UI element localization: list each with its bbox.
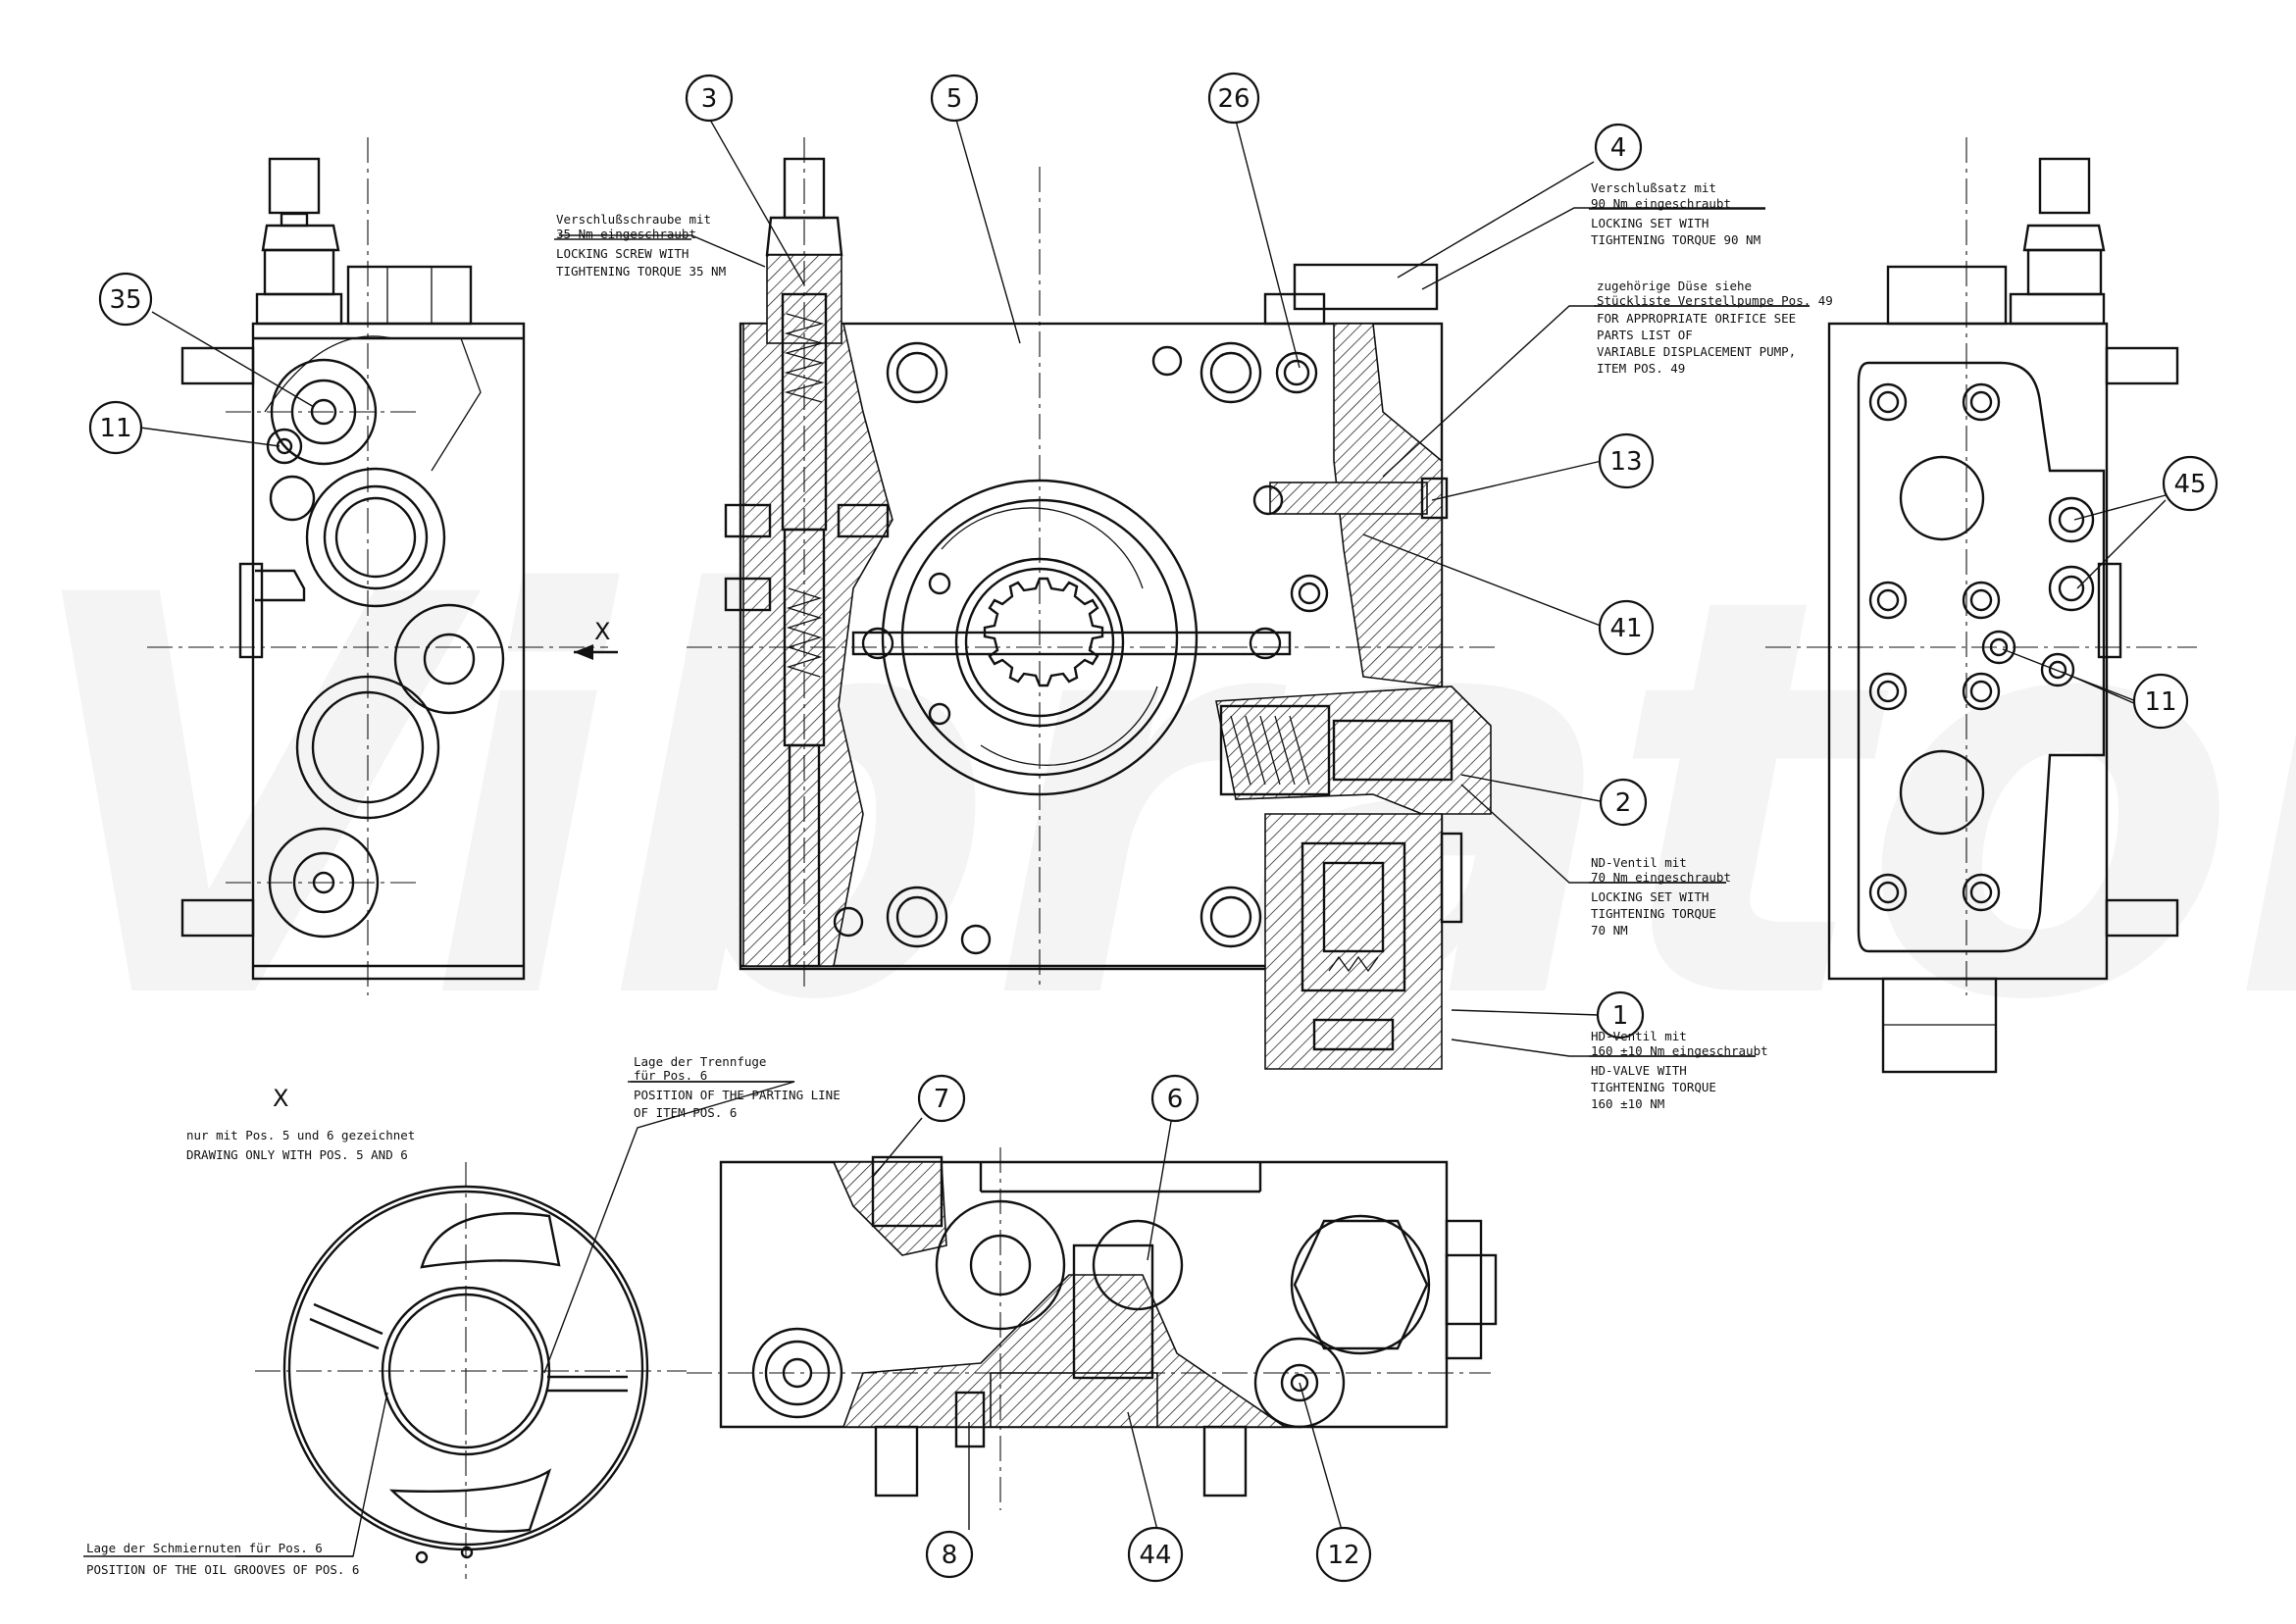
leader-lines <box>83 112 2167 1557</box>
balloon-44-text: 44 <box>1139 1541 1171 1570</box>
balloon-4-text: 4 <box>1610 133 1627 163</box>
note-line: PARTS LIST OF <box>1597 328 1693 342</box>
balloon-3-text: 3 <box>701 84 718 114</box>
balloon-35: 35 <box>98 272 153 327</box>
view-x <box>255 1162 687 1579</box>
balloon-35-text: 35 <box>109 285 141 315</box>
note-drawing-only: nur mit Pos. 5 und 6 gezeichnet DRAWING … <box>186 1128 415 1162</box>
balloon-7: 7 <box>917 1074 966 1123</box>
note-line: TIGHTENING TORQUE <box>1591 906 1716 921</box>
note-line: 70 NM <box>1591 923 1628 938</box>
balloon-12-text: 12 <box>1327 1541 1359 1570</box>
balloon-41: 41 <box>1598 599 1655 656</box>
balloon-1: 1 <box>1596 990 1645 1040</box>
note-line: 160 ±10 NM <box>1591 1096 1664 1111</box>
left-side-view <box>147 137 618 995</box>
balloon-26-text: 26 <box>1217 84 1250 114</box>
note-nd-valve: ND-Ventil mit 70 Nm eingeschraubt LOCKIN… <box>1591 855 1731 938</box>
balloon-6-text: 6 <box>1167 1085 1184 1114</box>
note-line: TIGHTENING TORQUE 90 NM <box>1591 232 1760 247</box>
note-line: 70 Nm eingeschraubt <box>1591 870 1731 885</box>
right-side-view <box>1765 137 2197 1074</box>
view-x-title: X <box>273 1085 288 1112</box>
note-line: Verschlußschraube mit <box>556 212 711 227</box>
balloon-11-left-text: 11 <box>99 414 131 443</box>
note-parting-line: Lage der Trennfuge für Pos. 6 POSITION O… <box>634 1054 841 1120</box>
balloon-41-text: 41 <box>1609 614 1642 643</box>
note-line: Verschlußsatz mit <box>1591 180 1716 195</box>
balloon-4: 4 <box>1594 123 1643 172</box>
note-line: LOCKING SCREW WITH <box>556 246 689 261</box>
note-line: HD-Ventil mit <box>1591 1029 1687 1043</box>
note-line: POSITION OF THE PARTING LINE <box>634 1088 841 1102</box>
note-line: ND-Ventil mit <box>1591 855 1687 870</box>
view-arrow-label: X <box>594 618 610 645</box>
balloon-6: 6 <box>1150 1074 1199 1123</box>
balloon-2: 2 <box>1599 778 1648 827</box>
note-line: TIGHTENING TORQUE 35 NM <box>556 264 726 279</box>
note-line: 160 ±10 Nm eingeschraubt <box>1591 1043 1768 1058</box>
note-line: zugehörige Düse siehe <box>1597 279 1752 293</box>
balloon-11-left: 11 <box>88 400 143 455</box>
balloon-3: 3 <box>685 74 734 123</box>
note-locking-screw: Verschlußschraube mit 35 Nm eingeschraub… <box>556 212 726 279</box>
note-orifice: zugehörige Düse siehe Stückliste Verstel… <box>1597 279 1833 376</box>
balloon-45: 45 <box>2162 455 2219 512</box>
note-line: FOR APPROPRIATE ORIFICE SEE <box>1597 311 1796 326</box>
balloon-7-text: 7 <box>934 1085 950 1114</box>
balloon-26: 26 <box>1207 72 1260 125</box>
balloon-13-text: 13 <box>1609 447 1642 477</box>
note-line: ITEM POS. 49 <box>1597 361 1685 376</box>
balloon-1-text: 1 <box>1612 1001 1629 1031</box>
balloon-13: 13 <box>1598 432 1655 489</box>
balloon-11-right: 11 <box>2132 673 2189 730</box>
front-section-view <box>687 137 1501 1070</box>
note-line: DRAWING ONLY WITH POS. 5 AND 6 <box>186 1147 408 1162</box>
note-line: LOCKING SET WITH <box>1591 216 1709 230</box>
balloon-45-text: 45 <box>2173 470 2206 499</box>
note-line: Stückliste Verstellpumpe Pos. 49 <box>1597 293 1833 308</box>
note-locking-set: Verschlußsatz mit 90 Nm eingeschraubt LO… <box>1591 180 1760 247</box>
note-line: Lage der Trennfuge <box>634 1054 766 1069</box>
note-line: nur mit Pos. 5 und 6 gezeichnet <box>186 1128 415 1142</box>
balloon-5: 5 <box>930 74 979 123</box>
note-line: OF ITEM POS. 6 <box>634 1105 737 1120</box>
note-oil-grooves: Lage der Schmiernuten für Pos. 6 POSITIO… <box>86 1541 359 1577</box>
balloon-44: 44 <box>1127 1526 1184 1583</box>
bottom-view <box>687 1147 1498 1510</box>
note-line: 90 Nm eingeschraubt <box>1591 196 1731 211</box>
note-line: 35 Nm eingeschraubt <box>556 227 696 241</box>
note-line: Lage der Schmiernuten für Pos. 6 <box>86 1541 323 1555</box>
note-line: POSITION OF THE OIL GROOVES OF POS. 6 <box>86 1562 359 1577</box>
note-line: für Pos. 6 <box>634 1068 707 1083</box>
balloon-8: 8 <box>925 1530 974 1579</box>
note-line: LOCKING SET WITH <box>1591 889 1709 904</box>
note-hd-valve: HD-Ventil mit 160 ±10 Nm eingeschraubt H… <box>1591 1029 1768 1111</box>
balloon-2-text: 2 <box>1615 788 1632 818</box>
note-line: TIGHTENING TORQUE <box>1591 1080 1716 1094</box>
watermark: Vibrator <box>20 482 2296 1121</box>
note-line: HD-VALVE WITH <box>1591 1063 1687 1078</box>
balloon-8-text: 8 <box>942 1541 958 1570</box>
balloon-5-text: 5 <box>946 84 963 114</box>
note-line: VARIABLE DISPLACEMENT PUMP, <box>1597 344 1796 359</box>
balloon-12: 12 <box>1315 1526 1372 1583</box>
balloon-11-right-text: 11 <box>2144 687 2176 717</box>
